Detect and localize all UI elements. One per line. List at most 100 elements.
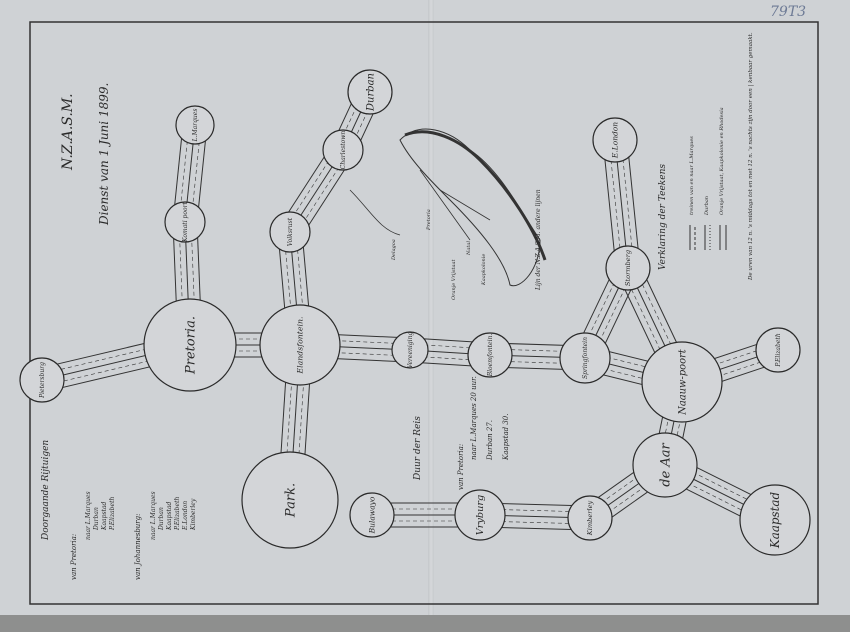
table-row: Durban	[158, 507, 165, 531]
station-durban: Durban	[347, 69, 393, 115]
catalog-reference: 79T3	[770, 4, 807, 20]
diagram-title: N.Z.A.S.M.	[60, 93, 76, 171]
table-row: Kaapstad	[101, 501, 108, 531]
table-heading: Doorgaande Rijtuigen	[41, 440, 51, 541]
diagram-subtitle: Dienst van 1 Juni 1899.	[97, 83, 111, 226]
table-row: P.Elizabeth	[109, 497, 116, 531]
railway-diagram: Pietersburg Pretoria. Elandsfontein. Park. V…	[19, 21, 819, 605]
paper-sheet	[0, 0, 850, 615]
station-circle	[349, 492, 395, 538]
duration-from: van Pretoria:	[457, 444, 465, 490]
station-vereeniging: Vereeniging	[391, 331, 429, 369]
coast-map	[349, 128, 547, 287]
station-name: Pietersburg	[39, 362, 46, 399]
station-park: Park.	[241, 451, 339, 549]
map-label: Pretoria	[426, 209, 432, 231]
station-circle	[592, 117, 638, 163]
map-note: Lijn der N.Z.A.S.M. andere lijnen	[535, 189, 542, 291]
station-circle	[454, 489, 506, 541]
travel-duration: Duur der Reis van Pretoria: naar L.Marqu…	[413, 376, 510, 490]
station-circle	[467, 332, 513, 378]
station-circle	[19, 357, 65, 403]
map-label: Natal	[466, 241, 472, 256]
station-circle	[164, 201, 206, 243]
duration-row: naar L.Marques 20 uur.	[470, 376, 478, 460]
station-name: L.Marques	[192, 109, 199, 143]
track-line	[602, 141, 617, 270]
station-name: Kimberley	[586, 501, 594, 537]
station-lmarques: L.Marques	[175, 105, 215, 145]
station-name: Bloemfontein.	[487, 334, 494, 378]
page-fold	[428, 0, 434, 615]
stations: Pietersburg Pretoria. Elandsfontein. Park. V…	[19, 69, 811, 556]
station-name: Pretoria.	[183, 316, 198, 375]
legend: Verklaring der Teekens treinen van en na…	[658, 32, 754, 281]
station-name: P.Elizabeth	[775, 333, 782, 367]
station-springfontein: Springfontein	[559, 332, 611, 384]
station-pretoria: Pretoria.	[143, 298, 237, 392]
station-elandsfontein: Elandsfontein.	[259, 304, 341, 386]
station-volksrust: Volksrust	[269, 211, 311, 253]
station-circle	[755, 327, 801, 373]
table-subheading: van Pretoria:	[70, 534, 78, 580]
station-name: Durban	[365, 73, 376, 112]
station-circle	[391, 331, 429, 369]
station-circle	[632, 432, 698, 498]
station-vryburg: Vryburg	[454, 489, 506, 541]
station-name: Charlestown	[340, 131, 347, 170]
station-name: Naauw-poort	[677, 349, 688, 415]
station-kaapstad: Kaapstad	[739, 484, 811, 556]
map-label: Oranje Vrijstaat	[451, 259, 457, 300]
station-circle	[241, 451, 339, 549]
map-label: Kaapkolonie	[481, 254, 487, 286]
station-name: Bulawayo	[367, 496, 376, 534]
station-circle	[269, 211, 311, 253]
station-kimberley: Kimberley	[567, 495, 613, 541]
table-row: Kimberley	[190, 498, 197, 531]
station-name: Park.	[283, 483, 298, 518]
duration-row: Kaapstad 30.	[502, 414, 510, 461]
legend-item: Durban	[704, 196, 710, 216]
station-circle	[347, 69, 393, 115]
station-bloemfontein: Bloemfontein.	[467, 332, 513, 378]
station-name: de Aar	[658, 442, 673, 486]
station-name: E.London	[610, 122, 619, 159]
legend-item: treinen van en naar L.Marques	[689, 136, 695, 215]
through-carriages-table: Doorgaande Rijtuigen van Pretoria: naar …	[41, 440, 197, 580]
station-name: Komati poort	[182, 202, 189, 243]
book-edge	[0, 615, 850, 632]
duration-heading: Duur der Reis	[413, 416, 423, 481]
station-name: Kaapstad	[768, 491, 782, 549]
table-subheading: van Johannesburg:	[134, 514, 142, 581]
station-name: Volksrust	[287, 217, 294, 246]
station-circle	[322, 129, 364, 171]
table-row: E.London	[182, 501, 189, 531]
legend-note: De uren van 12 n. 's middags tot en met …	[748, 32, 754, 281]
station-circle	[259, 304, 341, 386]
station-pietersburg: Pietersburg	[19, 357, 65, 403]
station-circle	[567, 495, 613, 541]
legend-heading: Verklaring der Teekens	[658, 164, 668, 270]
station-circle	[143, 298, 237, 392]
station-name: Springfontein	[582, 337, 589, 379]
table-row: Kaapstad	[166, 501, 173, 531]
station-eastlondon: E.London	[592, 117, 638, 163]
station-circle	[605, 245, 651, 291]
station-deaar: de Aar	[632, 432, 698, 498]
station-circle	[559, 332, 611, 384]
track-line	[300, 338, 411, 345]
station-charlestown: Charlestown	[322, 129, 364, 171]
duration-row: Durban 27.	[486, 420, 494, 461]
station-circle	[175, 105, 215, 145]
table-row: naar L.Marques	[85, 491, 92, 540]
station-portelizabeth: P.Elizabeth	[755, 327, 801, 373]
station-name: Vryburg	[475, 495, 486, 535]
track-line	[299, 350, 410, 357]
station-naauwpoort: Naauw-poort	[641, 341, 723, 423]
station-stormberg: Stormberg	[605, 245, 651, 291]
station-name: Elandsfontein.	[296, 317, 305, 375]
station-bulawayo: Bulawayo	[349, 492, 395, 538]
track-line	[626, 138, 641, 267]
map-label: Delagoa	[391, 239, 397, 261]
station-name: Stormberg	[624, 250, 632, 286]
